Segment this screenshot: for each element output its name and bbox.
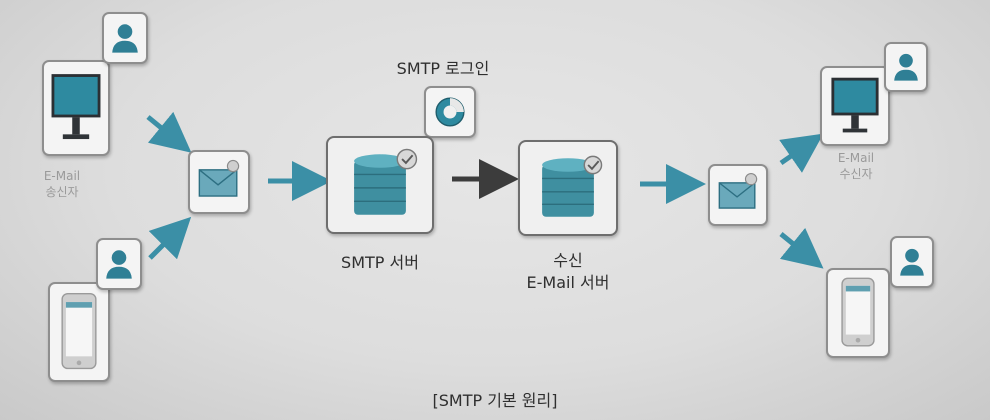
sender-phone-card (48, 282, 110, 382)
sender-label-line2: 송신자 (45, 185, 79, 200)
sender-label-line1: E-Mail (43, 169, 81, 183)
user-icon (112, 24, 138, 53)
arrow-envelope-to-monitor (779, 133, 824, 173)
receiver-label: E-Mail 수신자 (816, 150, 896, 182)
receiver-user-top-card (884, 42, 928, 92)
database-server-icon (542, 155, 603, 217)
sender-envelope-card (188, 150, 250, 214)
desktop-monitor-icon (831, 77, 879, 133)
receiver-phone-card (826, 268, 890, 358)
envelope-icon (718, 172, 758, 209)
check-badge-icon (396, 148, 418, 170)
recv-server-card (518, 140, 618, 236)
sender-user-bottom-card (96, 238, 142, 290)
recv-server-label-line2: E-Mail 서버 (526, 272, 610, 292)
arrow-envelope-to-phone (779, 227, 824, 269)
receiver-label-line2: 수신자 (839, 167, 873, 182)
recv-server-label-line1: 수신 (553, 251, 583, 270)
smtp-login-label: SMTP 로그인 (396, 59, 490, 78)
arrow-monitor-to-envelope (146, 111, 192, 153)
smtp-server-label: SMTP 서버 (341, 253, 419, 272)
envelope-icon (198, 159, 240, 197)
user-icon (894, 53, 918, 81)
user-icon (106, 250, 132, 279)
user-icon (900, 248, 924, 276)
receiver-envelope-card (708, 164, 768, 226)
database-server-icon (354, 148, 418, 215)
sender-monitor-card (42, 60, 110, 156)
desktop-monitor-icon (51, 74, 101, 140)
receiver-label-line1: E-Mail (837, 151, 875, 165)
check-badge-icon (583, 155, 603, 175)
receiver-user-bottom-card (890, 236, 934, 288)
smartphone-icon (841, 277, 875, 347)
login-icon (435, 97, 465, 127)
sender-user-top-card (102, 12, 148, 64)
arrow-phone-to-envelope (148, 216, 192, 260)
smtp-login-card (424, 86, 476, 138)
receiver-monitor-card (820, 66, 890, 146)
recv-server-label: 수신 E-Mail 서버 (504, 250, 632, 293)
sender-label: E-Mail 송신자 (22, 168, 102, 200)
smartphone-icon (61, 292, 97, 370)
diagram-caption: [SMTP 기본 원리] (432, 391, 558, 410)
smtp-server-card (326, 136, 434, 234)
